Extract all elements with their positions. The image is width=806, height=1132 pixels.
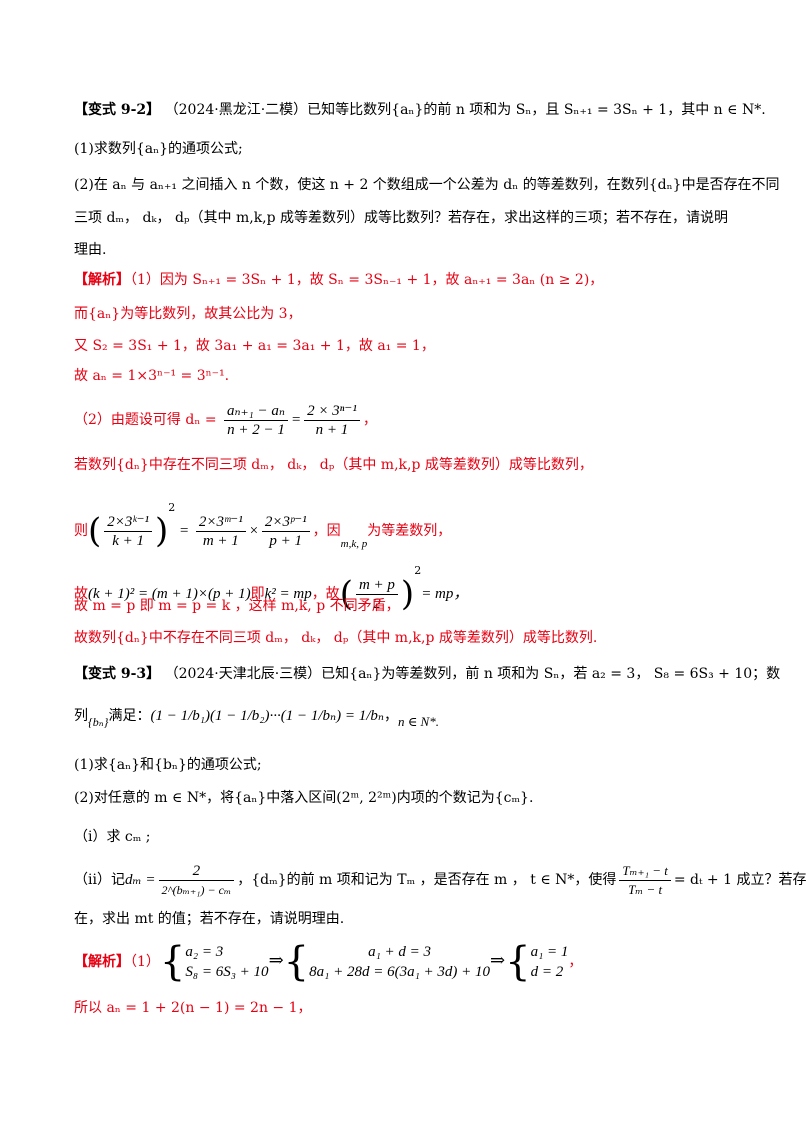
- solution-9-2-line6: 若数列{dₙ}中存在不同三项 dₘ， dₖ， dₚ（其中 m,k,p 成等差数列…: [74, 457, 593, 473]
- problem-text: （ii）记: [74, 872, 125, 888]
- solution-9-2-line3: 又 S₂ = 3S₁ + 1，故 3a₁ + a₁ = 3a₁ + 1，故 a₁…: [74, 338, 435, 354]
- implies-arrow: ⇒: [490, 950, 506, 970]
- fraction-denominator: p + 1: [269, 532, 303, 549]
- product-formula: (1 − 1/b₁)(1 − 1/b₂)···(1 − 1/bₙ) = 1/bₙ: [150, 708, 384, 724]
- fraction-denominator: n + 2 − 1: [227, 421, 285, 438]
- solution-text: ，因: [312, 523, 341, 539]
- variables: m,k, p: [340, 538, 368, 550]
- equation-system: a₁ + d = 3 8a₁ + 28d = 6(3a₁ + 3d) + 10: [309, 942, 490, 982]
- problem-tag: 【变式 9-2】: [74, 102, 161, 118]
- problem-stem: 已知等比数列{aₙ}的前 n 项和为 Sₙ，且 Sₙ₊₁ = 3Sₙ + 1，其…: [307, 102, 766, 118]
- problem-9-3-stem-line: 【变式 9-3】 （2024·天津北辰·三模）已知{aₙ}为等差数列，前 n 项…: [74, 664, 780, 684]
- condition: n ∈ N*.: [397, 714, 439, 729]
- fraction-numerator: 2×3ᵖ⁻¹: [261, 513, 310, 532]
- equation: a₁ + d = 3: [368, 944, 432, 960]
- problem-text: = dₜ + 1 成立？若存: [673, 872, 806, 888]
- solution-text: 为等差数列，: [367, 523, 452, 539]
- fraction-numerator: m + p: [355, 576, 398, 595]
- problem-9-3-qii-line2: 在，求出 mt 的值；若不存在，请说明理由.: [74, 911, 345, 927]
- problem-source: （2024·天津北辰·三模）: [164, 666, 322, 682]
- problem-text: 列: [74, 708, 88, 724]
- fraction-numerator: aₙ₊₁ − aₙ: [224, 402, 288, 421]
- fraction-denominator: n + 1: [315, 421, 349, 438]
- problem-9-2-stem-line: 【变式 9-2】 （2024·黑龙江·二模）已知等比数列{aₙ}的前 n 项和为…: [74, 100, 766, 120]
- solution-9-2-line1: 【解析】（1）因为 Sₙ₊₁ = 3Sₙ + 1，故 Sₙ = 3Sₙ₋₁ + …: [74, 270, 740, 290]
- solution-9-2-line4: 故 aₙ = 1×3ⁿ⁻¹ = 3ⁿ⁻¹.: [74, 368, 230, 384]
- fraction-denominator: k + 1: [112, 532, 145, 549]
- solution-text: （1）因为 Sₙ₊₁ = 3Sₙ + 1，故 Sₙ = 3Sₙ₋₁ + 1，故 …: [130, 272, 604, 288]
- solution-9-2-line9: 故 m = p 即 m = p = k ，这样 m,k, p 不同矛盾，: [74, 598, 400, 614]
- fraction-denominator: 2^(bₘ₊₁) − cₘ: [161, 882, 232, 897]
- fraction-numerator: 2×3ᵏ⁻¹: [104, 513, 153, 532]
- fraction-denominator: m + 1: [202, 532, 239, 549]
- equation: a₂ = 3: [185, 944, 224, 960]
- problem-9-2-q1: (1)求数列{aₙ}的通项公式;: [74, 141, 243, 157]
- fraction-numerator: 2 × 3ⁿ⁻¹: [304, 402, 360, 421]
- solution-9-2-line10: 故数列{dₙ}中不存在不同三项 dₘ， dₖ， dₚ（其中 m,k,p 成等差数…: [74, 630, 598, 646]
- problem-text: ，: [383, 708, 398, 724]
- solution-label: 【解析】: [74, 272, 130, 288]
- equation: S₈ = 6S₃ + 10: [185, 964, 269, 980]
- equation-system: a₁ = 1 d = 2: [531, 942, 569, 982]
- problem-9-3-q1: (1)求{aₙ}和{bₙ}的通项公式;: [74, 757, 262, 773]
- problem-source: （2024·黑龙江·二模）: [164, 102, 308, 118]
- solution-text: （2）由题设可得 dₙ =: [74, 412, 217, 428]
- equation-system: a₂ = 3 S₈ = 6S₃ + 10: [185, 942, 268, 982]
- solution-text: 即: [250, 586, 265, 602]
- problem-tag: 【变式 9-3】: [74, 666, 161, 682]
- equation: = mp，: [421, 586, 469, 602]
- solution-label: 【解析】: [74, 954, 130, 970]
- problem-stem: 已知{aₙ}为等差数列，前 n 项和为 Sₙ，若 a₂ = 3， S₈ = 6S…: [321, 666, 781, 682]
- solution-text: （1）: [130, 954, 160, 970]
- equation: d = 2: [530, 964, 564, 980]
- fraction-denominator: 2: [373, 595, 381, 612]
- solution-text: 则: [74, 523, 88, 539]
- problem-9-2-q2-line2: 三项 dₘ， dₖ， dₚ（其中 m,k,p 成等差数列）成等比数列？若存在，求…: [74, 210, 729, 226]
- equation: k² = mp: [264, 586, 312, 602]
- equation: (k + 1)² = (m + 1)×(p + 1): [88, 586, 251, 602]
- problem-9-3-q2: (2)对任意的 m ∈ N*，将{aₙ}中落入区间(2ᵐ, 2²ᵐ)内项的个数记…: [74, 790, 534, 806]
- problem-9-2-q2-line1: (2)在 aₙ 与 aₙ₊₁ 之间插入 n 个数，使这 n + 2 个数组成一个…: [74, 177, 780, 193]
- equation: dₘ =: [124, 872, 156, 888]
- solution-text: 故: [74, 586, 88, 602]
- solution-9-2-line8: 故(k + 1)² = (m + 1)×(p + 1)即k² = mp，故(m …: [74, 564, 469, 614]
- problem-9-3-qi: （i）求 cₘ ;: [74, 829, 151, 845]
- solution-9-2-line2: 而{aₙ}为等比数列，故其公比为 3，: [74, 306, 302, 322]
- fraction-numerator: 2: [158, 862, 235, 881]
- implies-arrow: ⇒: [268, 950, 284, 970]
- fraction-numerator: 2×3ᵐ⁻¹: [195, 513, 246, 532]
- solution-text: ，故: [311, 586, 340, 602]
- equation: a₁ = 1: [530, 944, 569, 960]
- fraction-numerator: Tₘ₊₁ − t: [619, 862, 671, 881]
- sequence-name: {bₙ}: [88, 715, 109, 729]
- problem-9-2-q2-line3: 理由.: [74, 242, 107, 258]
- problem-text: ，{dₘ}的前 m 项和记为 Tₘ ，是否存在 m ， t ∈ N*，使得: [237, 872, 617, 888]
- fraction-denominator: Tₘ − t: [628, 881, 663, 897]
- solution-9-3-line2: 所以 aₙ = 1 + 2(n − 1) = 2n − 1，: [74, 1000, 312, 1016]
- solution-text: ，: [568, 954, 583, 970]
- problem-text: 满足：: [108, 708, 151, 724]
- problem-9-3-line2: 列{bₙ}满足：(1 − 1/b₁)(1 − 1/b₂)···(1 − 1/bₙ…: [74, 692, 740, 740]
- equation: 8a₁ + 28d = 6(3a₁ + 3d) + 10: [309, 964, 491, 980]
